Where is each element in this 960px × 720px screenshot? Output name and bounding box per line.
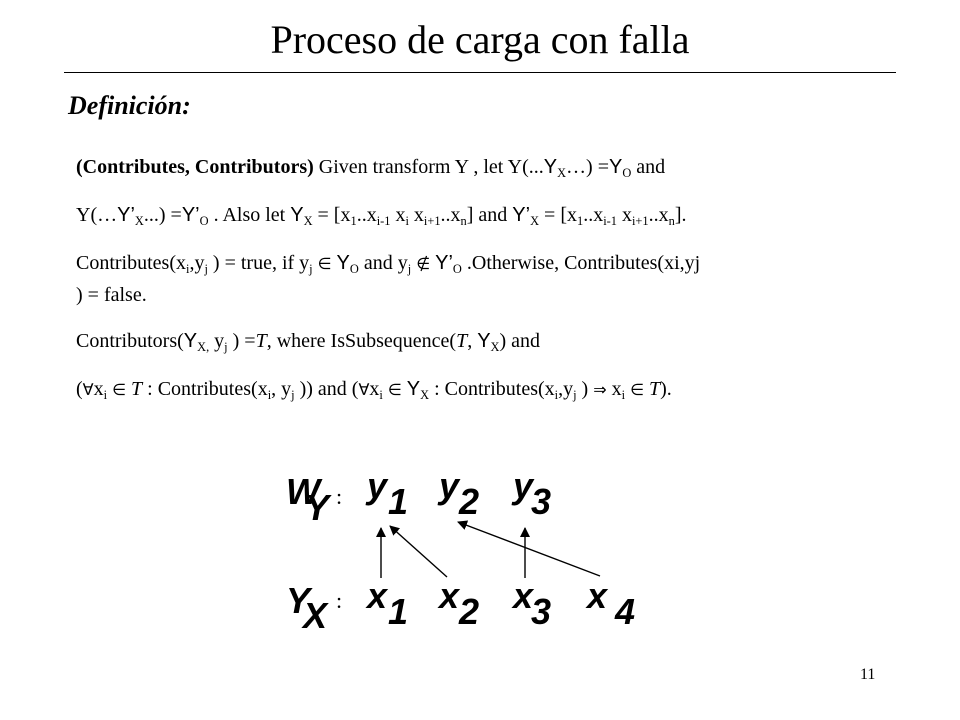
output-y1-var: y [367,465,388,506]
title-divider [64,72,896,73]
forall-symbol: ∀ [358,380,370,399]
forall-symbol: ∀ [82,380,94,399]
output-y3-var: y [513,465,534,506]
bottom-row-symbol: Y [286,580,311,621]
input-x3-index: 3 [531,591,552,632]
definition-line-6: (∀xi ∈ T : Contributes(xi, yj )) and (∀x… [76,378,672,402]
input-x1-var: x [367,575,388,616]
implies-symbol: ⇒ [593,380,607,399]
top-row-subscript: Y [305,487,330,528]
element-of-symbol: ∈ [112,380,127,399]
element-of-symbol: ∈ [387,380,402,399]
slide-title: Proceso de carga con falla [270,17,690,62]
not-element-of-symbol: ∉ [416,254,431,273]
element-of-symbol: ∈ [630,380,645,399]
input-x3-var: x [513,575,534,616]
arrow-x2-y1 [389,525,448,578]
output-y3-index: 3 [531,481,552,522]
arrow-x4-y2 [457,520,601,577]
input-x4-var: x [587,575,608,616]
element-of-symbol: ∈ [317,254,332,273]
page-number: 11 [860,666,876,683]
definition-line-5: Contributors(YX, yj ) =T, where IsSubseq… [76,330,541,354]
bottom-row-colon: : [336,588,343,613]
definition-line-4: ) = false. [76,284,147,306]
top-row-colon: : [336,484,343,509]
definition-term: (Contributes, Contributors) [76,156,314,178]
bottom-row-subscript: X [303,595,328,636]
definition-line-3: Contributes(xi,yj ) = true, if yj ∈ YO a… [76,252,701,276]
output-y1-index: 1 [388,481,409,522]
input-x4-index: 4 [615,591,636,632]
section-heading: Definición: [68,91,191,120]
input-x2-index: 2 [459,591,480,632]
definition-line-1: (Contributes, Contributors) Given transf… [76,156,666,180]
top-row-symbol: W [286,471,320,512]
output-y2-var: y [439,465,460,506]
input-x1-index: 1 [388,591,409,632]
definition-line-2: Y(…Y’X...) =Y’O . Also let YX = [x1..xi-… [76,204,687,228]
output-y2-index: 2 [459,481,480,522]
input-x2-var: x [439,575,460,616]
